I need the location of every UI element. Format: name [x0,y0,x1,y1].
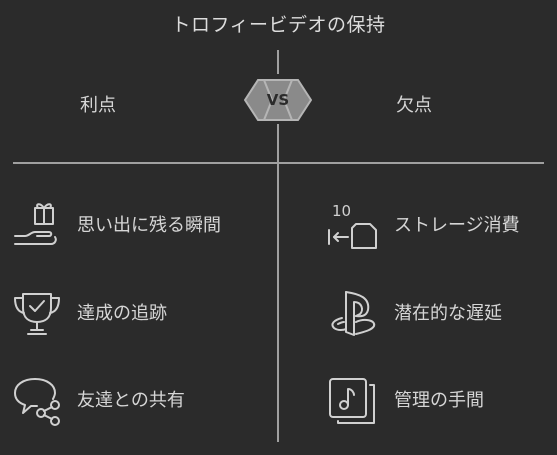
vertical-divider [277,124,279,442]
chat-share-icon [11,375,63,427]
storage-10-icon: 10 [326,200,378,252]
vertical-divider-top [277,50,279,74]
pro-item-label: 友達との共有 [77,390,185,411]
con-item-label: 管理の手間 [394,390,484,411]
svg-text:10: 10 [332,202,351,220]
music-file-icon [326,375,378,427]
pro-item-achievement-tracking: 達成の追跡 [11,288,257,340]
pros-header: 利点 [80,95,116,116]
con-item-management-effort: 管理の手間 [326,375,554,427]
pro-item-memorable-moments: 思い出に残る瞬間 [11,200,257,252]
con-item-storage-consumption: 10 ストレージ消費 [326,200,554,252]
pro-item-label: 思い出に残る瞬間 [77,215,221,236]
con-item-label: ストレージ消費 [394,215,520,236]
trophy-check-icon [11,288,63,340]
vs-badge [244,79,312,121]
con-item-potential-delay: 潜在的な遅延 [326,288,554,340]
gift-hand-icon [11,200,63,252]
cons-header: 欠点 [396,95,432,116]
pro-item-label: 達成の追跡 [77,303,167,324]
playstation-logo-icon [326,288,378,340]
pro-item-sharing-with-friends: 友達との共有 [11,375,257,427]
vs-label: VS [266,91,290,109]
con-item-label: 潜在的な遅延 [394,303,502,324]
diagram-title: トロフィービデオの保持 [171,14,386,36]
